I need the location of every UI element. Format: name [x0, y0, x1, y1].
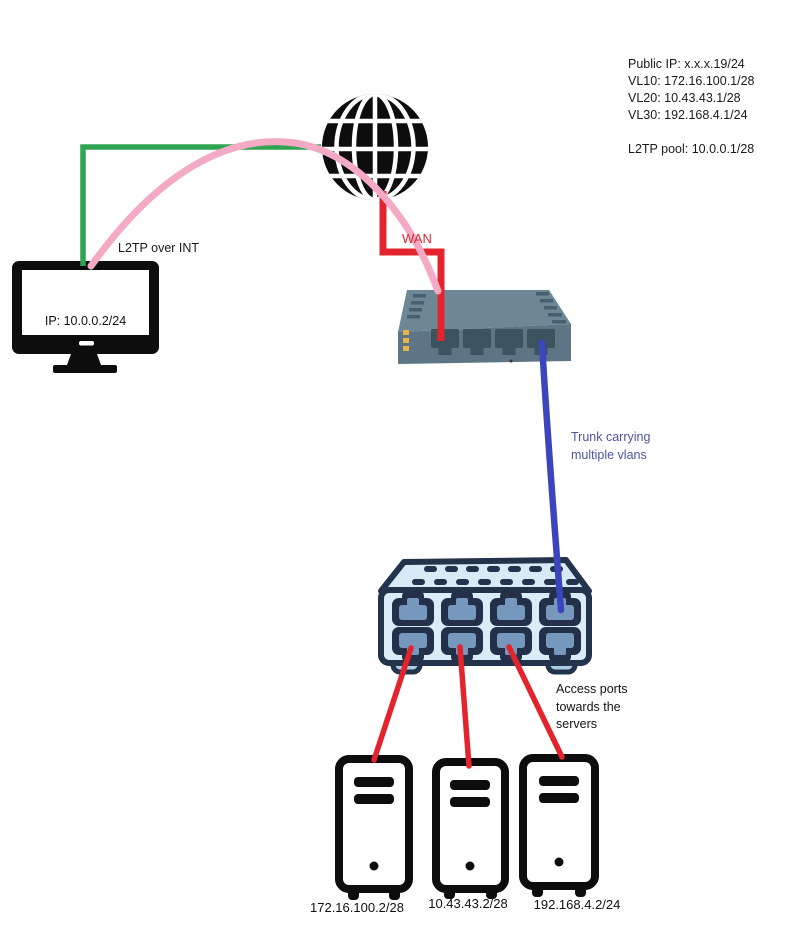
trunk-label-line-1: Trunk carrying: [571, 430, 651, 444]
globe-icon: [322, 94, 428, 200]
access-link-2: [457, 644, 472, 769]
ip-plan-note: Public IP: x.x.x.19/24 VL10: 172.16.100.…: [628, 56, 755, 158]
l2tp-link-label: L2TP over INT: [118, 241, 200, 255]
server-tower-icon-1: [335, 755, 413, 900]
monitor-icon: [12, 261, 159, 373]
server-3-ip-label: 192.168.4.2/24: [533, 897, 621, 912]
server-1-ip-label: 172.16.100.2/28: [310, 900, 404, 915]
server-tower-icon-2: [432, 758, 509, 899]
access-links-red: [371, 644, 565, 769]
server-tower-icon-3: [519, 754, 599, 897]
trunk-link-label: Trunk carrying multiple vlans: [571, 429, 650, 464]
client-pc-ip-label: IP: 10.0.0.2/24: [44, 314, 127, 328]
access-link-3: [506, 644, 565, 760]
access-label-line-3: servers: [556, 717, 597, 731]
ip-plan-line-vl20: VL20: 10.43.43.1/28: [628, 91, 741, 105]
access-label-line-2: towards the: [556, 699, 621, 714]
wan-link-red: [379, 191, 445, 341]
switch-icon: [378, 557, 592, 675]
trunk-link-blue: [538, 339, 565, 614]
ip-plan-line-vl10: VL10: 172.16.100.1/28: [628, 74, 755, 88]
router-leds: [403, 330, 409, 351]
access-ports-label: Access ports towards the servers: [556, 681, 628, 734]
ip-plan-line-public: Public IP: x.x.x.19/24: [628, 57, 745, 71]
access-link-1: [371, 645, 414, 763]
l2tp-tunnel-pink: [87, 138, 442, 295]
wan-link-label: WAN: [402, 231, 432, 246]
l2tp-pool-line: L2TP pool: 10.0.0.1/28: [628, 142, 755, 156]
ip-plan-line-vl30: VL30: 192.168.4.1/24: [628, 108, 748, 122]
trunk-label-line-2: multiple vlans: [571, 447, 647, 462]
server-2-ip-label: 10.43.43.2/28: [428, 896, 508, 911]
access-label-line-1: Access ports: [556, 682, 628, 696]
ip-plan-spacer: [628, 124, 755, 141]
router-vents: [407, 292, 566, 324]
